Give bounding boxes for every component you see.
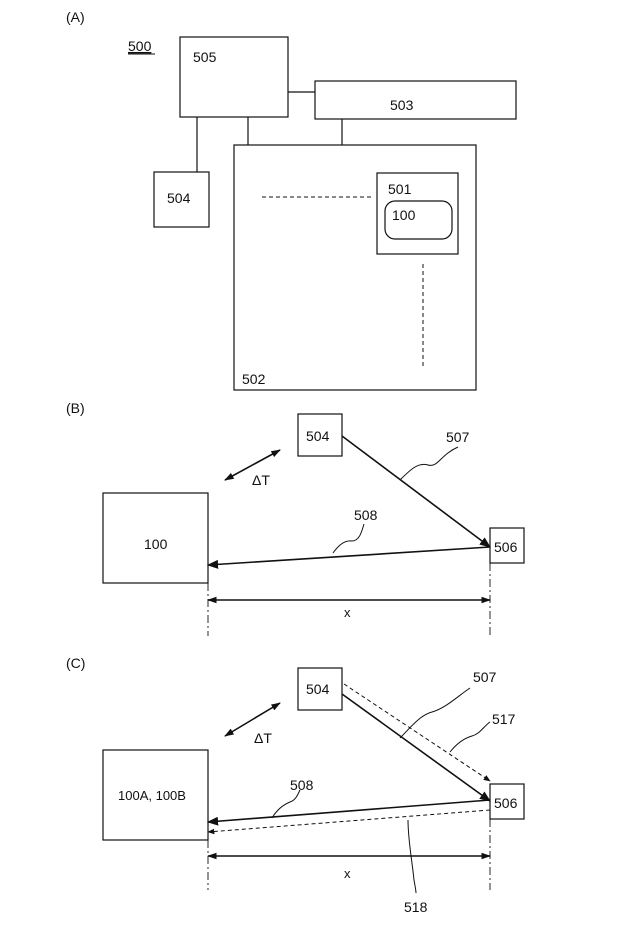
leader-507-c <box>400 688 470 738</box>
beam-508-b <box>208 547 490 565</box>
distance-x-b: x <box>344 605 351 620</box>
panel-c: (C) 100A, 100B 504 506 507 517 508 518 Δ… <box>66 655 524 915</box>
beam-518-c <box>208 810 490 832</box>
delta-t-b: ΔT <box>252 472 270 488</box>
ref-507-b: 507 <box>446 429 470 445</box>
delta-t-c: ΔT <box>254 730 272 746</box>
ref-508-b: 508 <box>354 507 378 523</box>
leader-508-b <box>333 524 364 553</box>
leader-507-b <box>400 447 458 480</box>
distance-x-c: x <box>344 866 351 881</box>
sample-100-b-label: 100 <box>144 536 168 552</box>
ref-517-c: 517 <box>492 711 516 727</box>
box-505-label: 505 <box>193 49 217 65</box>
beam-517-c <box>344 684 490 781</box>
detector-506-b-label: 506 <box>494 539 518 555</box>
panel-a: (A) 500 505 503 504 502 501 100 <box>66 9 516 390</box>
beam-508-c <box>208 800 490 822</box>
box-504-label: 504 <box>167 190 191 206</box>
beam-507-b <box>342 436 490 547</box>
leader-517-c <box>450 722 490 752</box>
box-503 <box>315 81 516 119</box>
ref-508-c: 508 <box>290 777 314 793</box>
panel-c-label: (C) <box>66 655 85 671</box>
ref-518-c: 518 <box>404 899 428 915</box>
sample-100-label: 100 <box>392 207 416 223</box>
panel-b: (B) 100 504 506 507 508 ΔT x <box>66 400 524 636</box>
source-504-c-label: 504 <box>306 681 330 697</box>
box-503-label: 503 <box>390 97 414 113</box>
sample-100ab-c-label: 100A, 100B <box>118 788 186 803</box>
box-501-label: 501 <box>388 181 412 197</box>
panel-a-label: (A) <box>66 9 85 25</box>
beam-507-c <box>342 694 490 801</box>
panel-b-label: (B) <box>66 400 85 416</box>
box-502-label: 502 <box>242 371 266 387</box>
source-504-b-label: 504 <box>306 428 330 444</box>
system-ref-500: 500 <box>128 38 152 54</box>
leader-508-c <box>272 790 300 818</box>
detector-506-c-label: 506 <box>494 795 518 811</box>
ref-507-c: 507 <box>473 669 497 685</box>
